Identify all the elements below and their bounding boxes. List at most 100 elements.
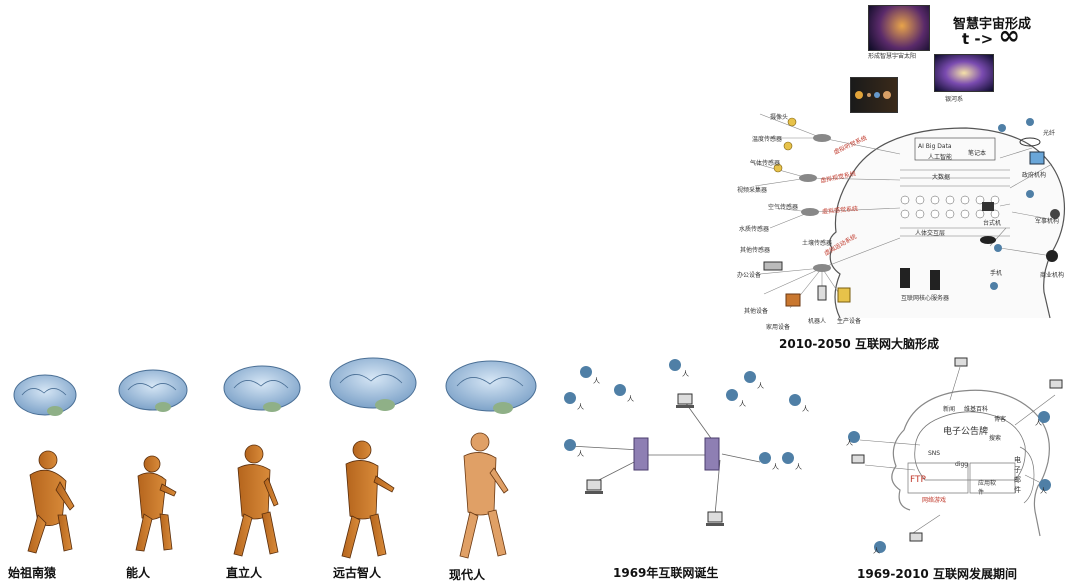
person-label: 人 <box>795 463 802 471</box>
node-label: 摄像头 <box>770 114 789 121</box>
person-label: 人 <box>757 382 764 390</box>
person-label: 人 <box>846 439 853 447</box>
core-label: 互联网核心服务器 <box>901 295 950 302</box>
person-label: 人 <box>1040 487 1047 495</box>
person-icons <box>848 411 1051 553</box>
label-app: 应用软件 <box>978 480 997 496</box>
node-label: 生产设备 <box>837 318 862 325</box>
galaxy-image <box>934 54 994 92</box>
solar-system-image <box>850 77 898 113</box>
node-label: 手机 <box>990 270 1003 277</box>
computer-icon-3 <box>706 511 724 526</box>
node-label: 办公设备 <box>737 272 762 279</box>
hominid-figure-1 <box>27 450 75 554</box>
evolution-graphic <box>13 357 537 559</box>
label-digg: digg <box>955 461 969 468</box>
router-icon-2 <box>704 437 720 471</box>
node-label: 水质传感器 <box>739 226 770 233</box>
person-label: 人 <box>739 400 746 408</box>
node-label: 气体传感器 <box>750 160 781 167</box>
hominid-figure-2 <box>135 455 177 552</box>
server-icon <box>930 270 940 290</box>
node-label: 温度传感器 <box>752 136 783 143</box>
stage-label-3: 直立人 <box>226 566 263 580</box>
brain-icon-5 <box>445 360 537 414</box>
label-search: 搜索 <box>989 435 1002 442</box>
formula-text: t -> <box>962 30 994 48</box>
brain-icon-3 <box>223 365 301 412</box>
desktop-icon <box>982 202 994 211</box>
router-icon-1 <box>633 437 649 471</box>
person-label: 人 <box>772 463 779 471</box>
label-game: 网络游戏 <box>922 497 947 504</box>
node-label: 笔记本 <box>968 150 987 157</box>
node-label: 台式机 <box>983 220 1002 227</box>
label-email: 电子邮件 <box>1014 456 1021 494</box>
person-icons <box>990 118 1034 290</box>
stage-label-5: 现代人 <box>449 568 486 582</box>
infinity-symbol: ∞ <box>998 21 1021 51</box>
robot-icon <box>817 285 827 301</box>
head-outline <box>829 127 1066 319</box>
node-label: 空气传感器 <box>768 204 799 211</box>
military-icon <box>1050 209 1060 219</box>
node-label: 机器人 <box>808 318 827 325</box>
computer-icon-2 <box>585 479 603 494</box>
moneybag-icon <box>1046 250 1058 262</box>
node-label: 商业机构 <box>1040 272 1065 279</box>
person-label: 人 <box>593 377 600 385</box>
caption-2010-2050: 2010-2050 互联网大脑形成 <box>779 337 939 351</box>
head-network-graphic <box>848 357 1063 553</box>
planets-icon <box>855 91 891 99</box>
label-news: 新闻 <box>943 406 956 413</box>
brain-icon-2 <box>118 369 188 412</box>
hominid-figure-4 <box>341 440 395 559</box>
home-device-icon <box>785 293 801 307</box>
caption-1969-2010: 1969-2010 互联网发展期间 <box>857 567 1017 581</box>
person-label: 人 <box>802 405 809 413</box>
building-icon <box>1029 151 1045 165</box>
cosmos-formula: t -> ∞ <box>962 23 1020 49</box>
internet-brain-graphic <box>749 113 1066 319</box>
sensor-icons <box>773 117 797 173</box>
label-bbs: 电子公告牌 <box>943 427 989 437</box>
node-label: 视频采集器 <box>737 187 768 194</box>
galaxy-caption: 银河系 <box>945 96 964 103</box>
person-label: 人 <box>627 395 634 403</box>
office-device-icon <box>763 261 783 271</box>
core-text: AI Big Data <box>918 143 952 150</box>
network-1969-graphic <box>564 359 801 526</box>
person-label: 人 <box>577 403 584 411</box>
label-wiki: 维基百科 <box>964 406 989 413</box>
node-label: 政府机构 <box>1022 172 1047 179</box>
person-icons <box>564 359 801 464</box>
node-label: 其他设备 <box>744 308 769 315</box>
core-label: 大数据 <box>932 174 951 181</box>
nebula-caption: 形成智慧宇宙太阳 <box>868 53 917 60</box>
hominid-figure-3 <box>233 444 279 557</box>
computer-icon <box>1049 379 1063 389</box>
brain-icon-4 <box>329 357 417 411</box>
caption-1969: 1969年互联网诞生 <box>613 566 719 580</box>
core-label: 人体交互层 <box>915 230 946 237</box>
satellite-icon <box>1019 137 1041 147</box>
label-ftp: FTP <box>910 475 926 485</box>
computer-icon <box>909 532 923 542</box>
node-label: 光纤 <box>1043 130 1056 137</box>
nebula-image <box>868 5 930 51</box>
computer-icon <box>954 357 968 367</box>
computer-icon-1 <box>676 393 694 408</box>
stage-label-2: 能人 <box>126 566 151 580</box>
person-label: 人 <box>1035 419 1042 427</box>
node-label: 家用设备 <box>766 324 791 331</box>
stage-label-4: 远古智人 <box>333 566 382 580</box>
server-icon <box>900 268 910 288</box>
node-label: 其他传感器 <box>740 247 771 254</box>
computer-icon <box>851 454 865 464</box>
label-sns: SNS <box>928 450 941 457</box>
person-label: 人 <box>682 370 689 378</box>
person-label: 人 <box>577 450 584 458</box>
label-blog: 博客 <box>994 416 1007 423</box>
cosmos-title: 智慧宇宙形成 <box>953 17 1032 32</box>
person-label: 人 <box>873 547 880 555</box>
